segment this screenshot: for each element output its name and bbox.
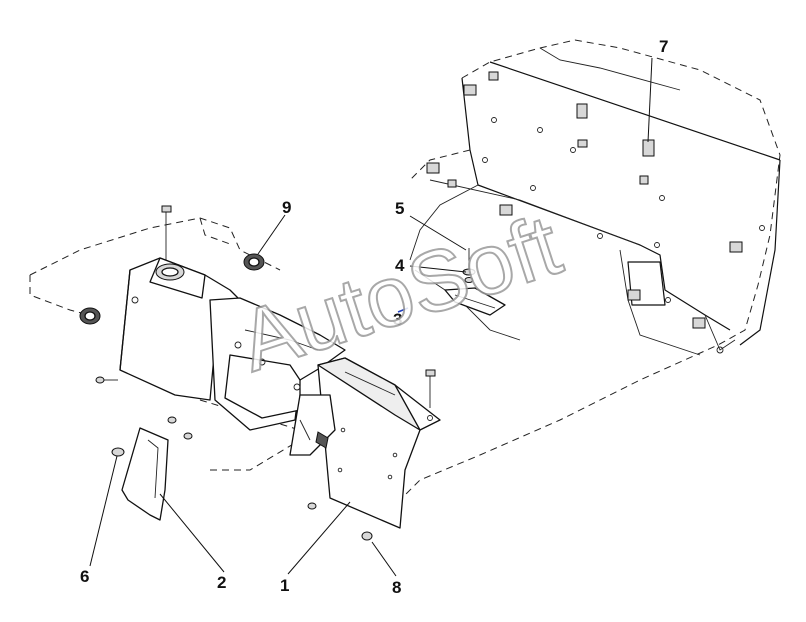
console-housing <box>119 257 441 529</box>
floor-panel <box>399 39 781 501</box>
fasteners <box>79 205 506 541</box>
callout-3: 3 <box>393 310 402 329</box>
callout-4: 4 <box>395 256 405 275</box>
watermark-logo: AutoSoft <box>228 197 572 390</box>
callout-9: 9 <box>282 198 291 217</box>
callout-5: 5 <box>395 199 404 218</box>
callout-2: 2 <box>217 573 226 592</box>
callout-8: 8 <box>392 578 401 597</box>
callout-1: 1 <box>280 576 289 595</box>
callout-labels: 1 2 3 4 5 6 7 8 9 <box>80 37 668 597</box>
callout-6: 6 <box>80 567 89 586</box>
cover-plate <box>121 427 169 521</box>
leader-lines <box>89 57 653 577</box>
callout-7: 7 <box>659 37 668 56</box>
clip-nut-group <box>426 71 765 354</box>
